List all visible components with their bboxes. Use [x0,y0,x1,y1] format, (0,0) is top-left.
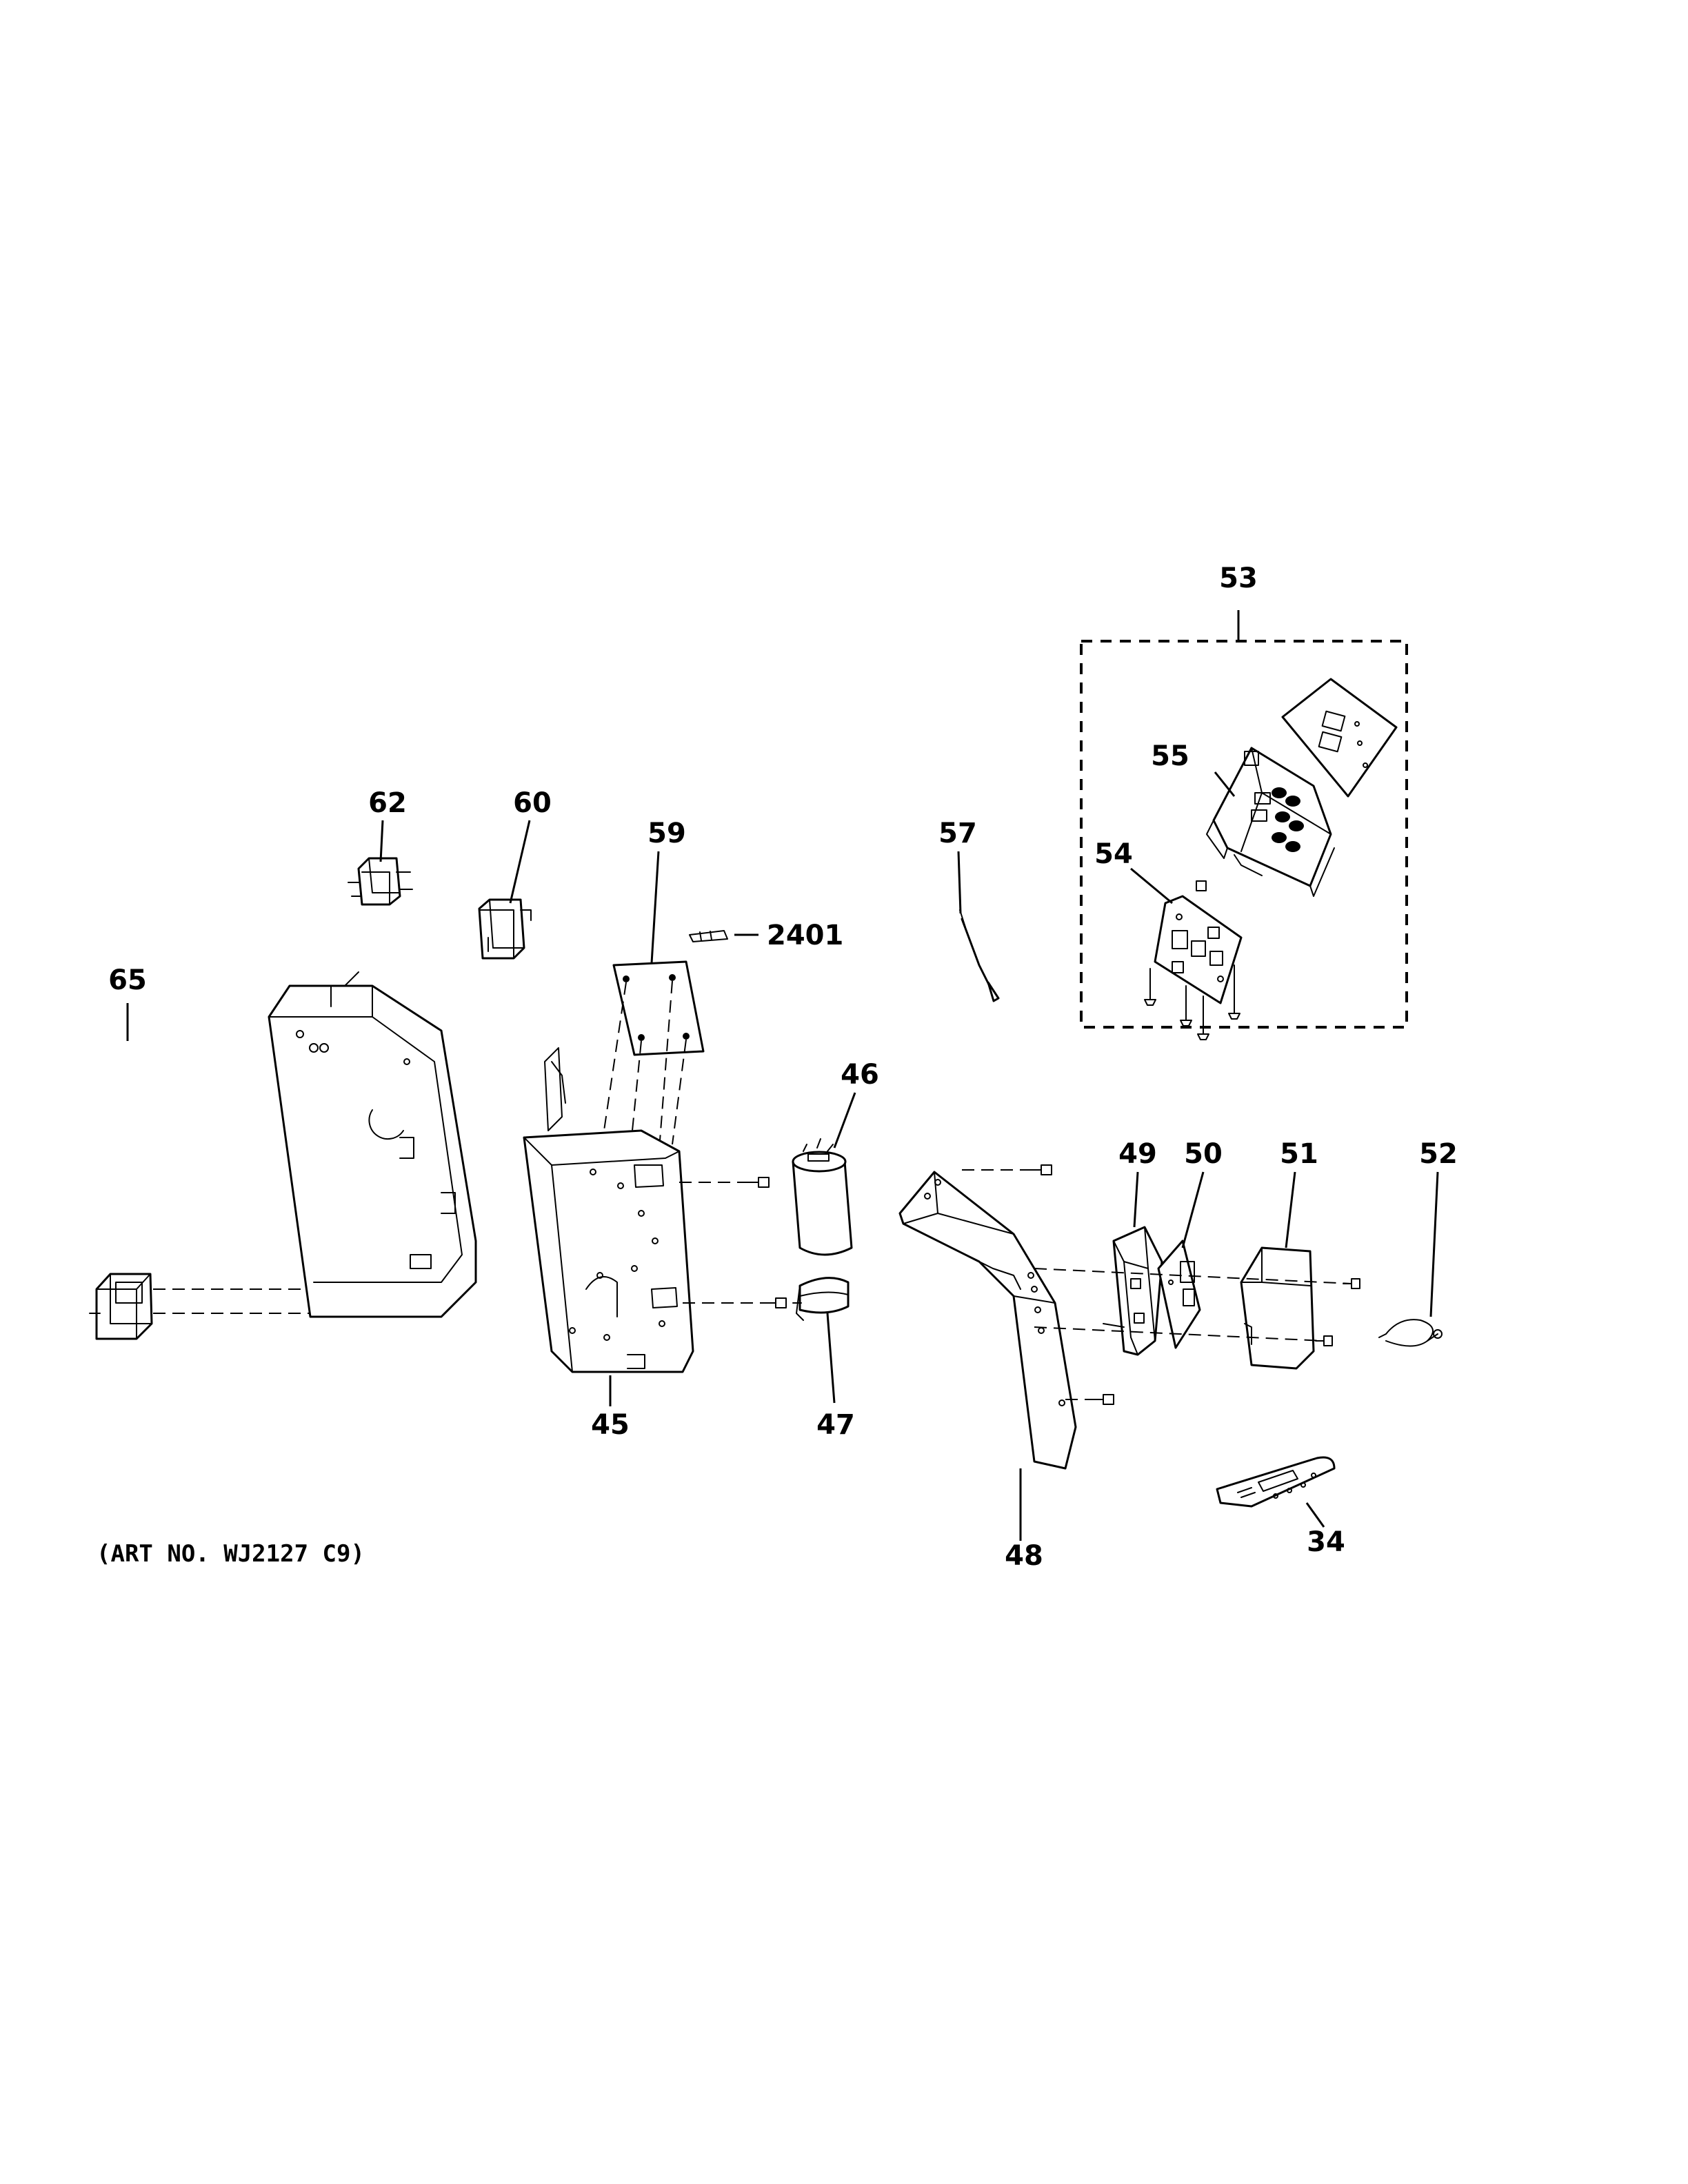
part-52-wire-harness[interactable] [1378,1319,1443,1347]
callout-34: 34 [1307,1526,1345,1558]
part-53-display-overlay[interactable] [1281,678,1398,798]
part-65-transformer[interactable] [89,1273,153,1340]
callout-57: 57 [938,818,977,849]
part-46-capacitor[interactable] [792,1138,853,1256]
part-53-kit-boundary [1080,640,1408,1029]
screw[interactable] [1228,964,1240,1020]
part-57-sensor[interactable] [959,909,1000,1002]
part-55-control-panel[interactable] [1206,747,1335,897]
callout-50: 50 [1184,1138,1223,1170]
part-2401-wire-tie[interactable] [689,930,728,942]
part-54-control-board[interactable] [1154,880,1243,1004]
assembly-line [599,982,627,1159]
screw[interactable] [1197,995,1209,1040]
callout-48: 48 [1005,1540,1043,1572]
screw[interactable] [1343,1278,1360,1289]
part-51-cover[interactable] [1240,1246,1315,1370]
assembly-line [658,980,673,1159]
callout-47: 47 [816,1409,855,1441]
screw[interactable] [761,1297,787,1308]
assembly-line [1034,1268,1352,1284]
part-47-capacitor-strap[interactable] [792,1277,850,1321]
assembly-line [630,1040,642,1145]
screw[interactable] [1180,985,1192,1027]
callout-54: 54 [1094,838,1133,870]
callout-59: 59 [647,818,686,849]
screw[interactable] [1027,1164,1052,1175]
screw[interactable] [1144,968,1156,1006]
part-49-display-bracket[interactable] [1103,1226,1163,1356]
part-60-relay[interactable] [478,898,532,960]
callout-55: 55 [1151,740,1189,772]
screw[interactable] [1089,1394,1114,1405]
callout-53: 53 [1219,563,1258,594]
part-45-mounting-bracket[interactable] [523,1047,694,1373]
control-box-housing[interactable] [268,971,477,1318]
art-number: (ART NO. WJ2127 C9) [97,1540,365,1568]
callout-65: 65 [108,964,147,996]
callout-51: 51 [1280,1138,1318,1170]
part-59-cover-plate[interactable] [612,960,705,1056]
part-48-front-housing[interactable] [898,1171,1077,1470]
part-34-remote-control[interactable] [1216,1456,1336,1508]
part-50-display-board[interactable] [1157,1240,1201,1349]
leader-lines [126,610,1439,1541]
callout-60: 60 [513,787,552,819]
callout-49: 49 [1118,1138,1157,1170]
screw[interactable] [1315,1335,1333,1346]
callout-62: 62 [368,787,407,819]
callout-46: 46 [841,1059,879,1091]
assembly-line [1034,1326,1325,1342]
callout-52: 52 [1419,1138,1458,1170]
screw[interactable] [744,1177,770,1188]
assembly-line [672,1039,687,1145]
callout-45: 45 [591,1409,630,1441]
part-62-relay[interactable] [348,857,413,906]
callout-2401: 2401 [767,920,843,951]
